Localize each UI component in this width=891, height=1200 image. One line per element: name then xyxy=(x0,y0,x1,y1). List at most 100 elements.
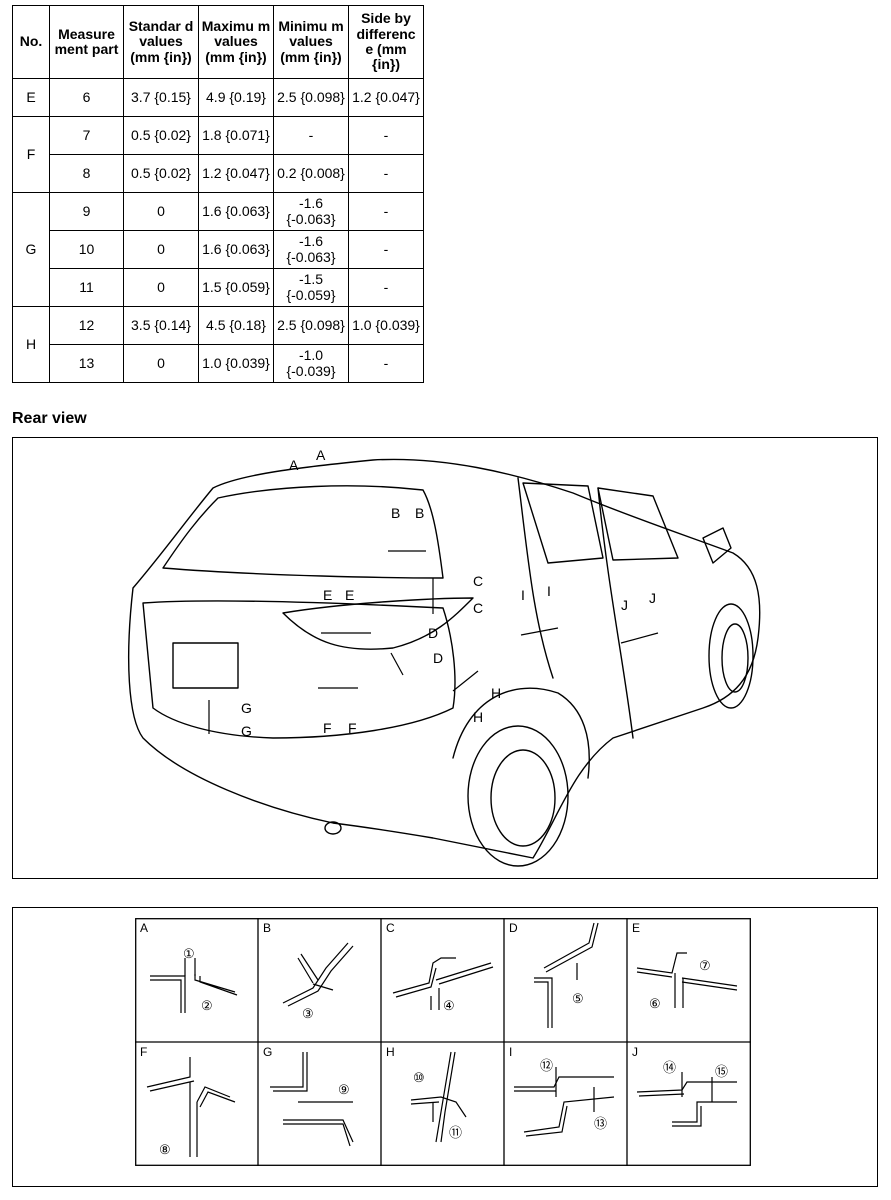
callout-label: H xyxy=(491,685,501,701)
header-part: Measure ment part xyxy=(49,5,124,79)
svg-text:J: J xyxy=(632,1045,638,1059)
side-cell: - xyxy=(348,344,424,383)
svg-text:⑧: ⑧ xyxy=(159,1142,171,1157)
max-cell: 4.5 {0.18} xyxy=(198,306,274,345)
max-cell: 1.2 {0.047} xyxy=(198,154,274,193)
part-cell: 6 xyxy=(49,78,124,117)
hatch-panel xyxy=(142,600,456,739)
tail-lamp xyxy=(282,597,474,650)
std-cell: 3.7 {0.15} xyxy=(123,78,199,117)
svg-text:I: I xyxy=(509,1045,512,1059)
svg-text:A: A xyxy=(140,921,148,935)
front-rim xyxy=(721,623,749,693)
car-body-outline xyxy=(128,458,761,859)
section-f: F ⑧ xyxy=(140,1045,236,1157)
rear-wheel xyxy=(467,725,569,867)
callout-label: D xyxy=(428,625,438,641)
svg-text:⑩: ⑩ xyxy=(413,1070,425,1085)
rear-rim xyxy=(490,749,556,847)
svg-text:H: H xyxy=(386,1045,395,1059)
section-grid-svg: A ① ② B ③ C xyxy=(135,918,751,1166)
callout-label: A xyxy=(289,457,299,473)
part-cell: 7 xyxy=(49,116,124,155)
header-minimum: Minimu m values (mm {in}) xyxy=(273,5,349,79)
license-plate xyxy=(172,642,239,689)
max-cell: 1.5 {0.059} xyxy=(198,268,274,307)
table-row: 13 0 1.0 {0.039} -1.0 {-0.039} - xyxy=(13,344,424,383)
side-window-rear xyxy=(597,487,679,561)
min-cell: -1.5 {-0.059} xyxy=(273,268,349,307)
svg-text:B: B xyxy=(263,921,271,935)
table-row: E 6 3.7 {0.15} 4.9 {0.19} 2.5 {0.098} 1.… xyxy=(12,78,424,117)
header-no: No. xyxy=(12,5,50,79)
max-cell: 4.9 {0.19} xyxy=(198,78,274,117)
side-cell: - xyxy=(348,268,424,307)
callout-label: F xyxy=(323,720,332,736)
svg-text:⑮: ⑮ xyxy=(715,1064,728,1079)
rear-view-frame: A A B B C C D D E E F F G G H H I I J J xyxy=(12,437,878,879)
std-cell: 0 xyxy=(123,268,199,307)
section-e: E ⑥ ⑦ xyxy=(632,921,738,1011)
svg-text:C: C xyxy=(386,921,395,935)
callout-label: J xyxy=(649,590,656,606)
callout-label: A xyxy=(316,447,326,463)
std-cell: 0.5 {0.02} xyxy=(123,154,199,193)
callout-label: E xyxy=(323,587,332,603)
measurement-table: No. Measure ment part Standar d values (… xyxy=(12,5,424,383)
section-i: I ⑫ ⑬ xyxy=(509,1045,615,1137)
rear-window xyxy=(162,485,444,579)
header-maximum: Maximu m values (mm {in}) xyxy=(198,5,274,79)
svg-text:⑥: ⑥ xyxy=(649,996,661,1011)
section-b: B ③ xyxy=(263,921,354,1021)
part-cell: 13 xyxy=(49,344,124,383)
std-cell: 0 xyxy=(123,192,199,231)
callout-label: F xyxy=(348,720,357,736)
table-row: 10 0 1.6 {0.063} -1.6 {-0.063} - xyxy=(13,230,424,269)
svg-text:⑭: ⑭ xyxy=(663,1060,676,1075)
side-cell: - xyxy=(348,154,424,193)
std-cell: 0 xyxy=(123,344,199,383)
group-no: F xyxy=(12,116,50,193)
svg-text:⑪: ⑪ xyxy=(449,1125,462,1140)
section-d: D ⑤ xyxy=(509,921,599,1028)
side-cell: - xyxy=(348,192,424,231)
callout-label: I xyxy=(547,583,551,599)
section-grid: A ① ② B ③ C xyxy=(135,918,751,1166)
rear-view-illustration: A A B B C C D D E E F F G G H H I I J J xyxy=(128,447,761,867)
svg-text:E: E xyxy=(632,921,640,935)
callout-label: C xyxy=(473,573,483,589)
svg-text:⑨: ⑨ xyxy=(338,1082,350,1097)
min-cell: -1.6 {-0.063} xyxy=(273,230,349,269)
section-a: A ① ② xyxy=(140,921,238,1013)
callout-label: G xyxy=(241,700,252,716)
table-row: F 7 0.5 {0.02} 1.8 {0.071} - - xyxy=(12,116,424,193)
table-row: H 12 3.5 {0.14} 4.5 {0.18} 2.5 {0.098} 1… xyxy=(12,306,424,383)
min-cell: -1.0 {-0.039} xyxy=(273,344,349,383)
min-cell: -1.6 {-0.063} xyxy=(273,192,349,231)
side-cell: 1.0 {0.039} xyxy=(348,306,424,345)
std-cell: 0.5 {0.02} xyxy=(123,116,199,155)
section-detail-frame xyxy=(12,907,878,1187)
svg-text:①: ① xyxy=(183,946,195,961)
side-cell: 1.2 {0.047} xyxy=(348,78,424,117)
part-cell: 9 xyxy=(49,192,124,231)
rear-view-title: Rear view xyxy=(12,410,87,427)
max-cell: 1.0 {0.039} xyxy=(198,344,274,383)
table-row: 8 0.5 {0.02} 1.2 {0.047} 0.2 {0.008} - xyxy=(13,154,424,193)
part-cell: 10 xyxy=(49,230,124,269)
svg-text:D: D xyxy=(509,921,518,935)
svg-text:⑤: ⑤ xyxy=(572,991,584,1006)
side-cell: - xyxy=(348,116,424,155)
callout-label: H xyxy=(473,709,483,725)
svg-text:⑫: ⑫ xyxy=(540,1058,553,1073)
max-cell: 1.8 {0.071} xyxy=(198,116,274,155)
svg-text:G: G xyxy=(263,1045,272,1059)
max-cell: 1.6 {0.063} xyxy=(198,192,274,231)
svg-text:③: ③ xyxy=(302,1006,314,1021)
wheel-arch xyxy=(452,687,590,779)
min-cell: - xyxy=(273,116,349,155)
svg-text:⑬: ⑬ xyxy=(594,1116,607,1131)
svg-text:②: ② xyxy=(201,998,213,1013)
part-cell: 11 xyxy=(49,268,124,307)
header-side-diff: Side by differenc e (mm {in}) xyxy=(348,5,424,79)
